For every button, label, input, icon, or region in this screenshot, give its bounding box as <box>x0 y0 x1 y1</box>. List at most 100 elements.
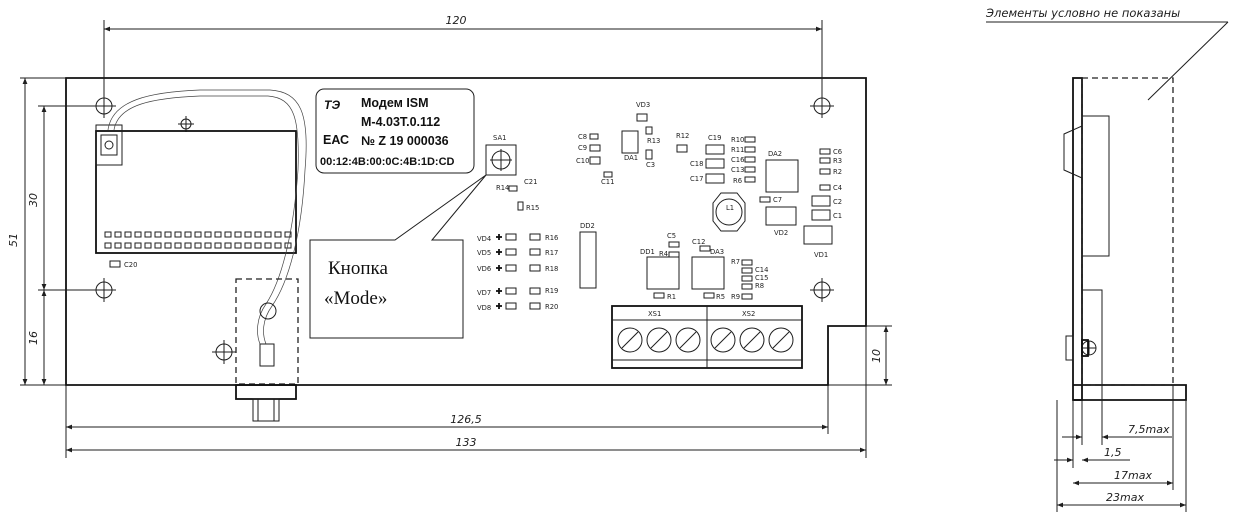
ref-c4: C4 <box>833 184 842 192</box>
ref-c14: C14 <box>755 266 768 274</box>
ref-da1: DA1 <box>624 154 638 162</box>
dim-16: 16 <box>27 331 40 345</box>
pin-header <box>104 231 292 249</box>
ref-r2: R2 <box>833 168 842 176</box>
ref-r4: R4 <box>659 250 668 258</box>
side-view-dimension-labels: 7,5max 1,5 17max 23max <box>1104 423 1170 504</box>
pin-pad <box>214 242 222 249</box>
note-elements-not-shown: Элементы условно не показаны <box>985 6 1180 20</box>
ref-r8: R8 <box>755 282 764 290</box>
led <box>496 248 541 256</box>
ref-r15: R15 <box>526 204 539 212</box>
dimension-lines <box>20 20 892 458</box>
ref-r1: R1 <box>667 293 676 301</box>
dimension-labels: 120 51 30 16 126,5 133 10 <box>7 14 883 449</box>
label-title: Модем ISM <box>361 96 429 110</box>
led <box>496 264 541 272</box>
component-labels: R14 C21 R15 C8 C9 C10 C11 DA1 VD3 R13 C3… <box>477 101 842 312</box>
resistor-pad <box>529 264 541 272</box>
pin-pad <box>214 231 222 238</box>
ref-c11: C11 <box>601 178 614 186</box>
led <box>496 233 541 241</box>
pin-pad <box>194 231 202 238</box>
ref-c5: C5 <box>667 232 676 240</box>
ref-vd6: VD6 <box>477 265 491 273</box>
terminal-screw <box>646 327 672 353</box>
pin-pad <box>284 231 292 238</box>
pin-pad <box>164 242 172 249</box>
ref-r6: R6 <box>733 177 742 185</box>
pin-pad <box>124 242 132 249</box>
side-view-note: Элементы условно не показаны <box>985 6 1229 101</box>
ref-vd4: VD4 <box>477 235 491 243</box>
pin-pad <box>204 231 212 238</box>
ref-c2: C2 <box>833 198 842 206</box>
ref-r10: R10 <box>731 136 744 144</box>
terminal-blocks: XS1 XS2 <box>611 305 803 369</box>
pin-pad <box>224 242 232 249</box>
ref-dd1: DD1 <box>640 248 655 256</box>
dim-17max: 17max <box>1114 469 1152 482</box>
pin-pad <box>174 242 182 249</box>
resistor-pad <box>529 287 541 295</box>
ref-r7: R7 <box>731 258 740 266</box>
side-view <box>1063 77 1187 401</box>
pin-pad <box>254 242 262 249</box>
pin-pad <box>254 231 262 238</box>
pin-pad <box>274 242 282 249</box>
ref-c9: C9 <box>578 144 587 152</box>
pin-pad <box>184 231 192 238</box>
ref-vd2: VD2 <box>774 229 788 237</box>
ref-c20: C20 <box>124 261 137 269</box>
label-model: М-4.03Т.0.112 <box>361 115 440 129</box>
pin-pad <box>274 231 282 238</box>
ref-r20: R20 <box>545 303 558 311</box>
antenna-cable <box>107 89 307 422</box>
ref-vd1: VD1 <box>814 251 828 259</box>
pin-pad <box>204 242 212 249</box>
dim-7-5max: 7,5max <box>1128 423 1170 436</box>
led <box>496 287 541 295</box>
terminal-screw <box>768 327 794 353</box>
mode-callout: Кнопка «Mode» <box>309 174 487 339</box>
pin-pad <box>114 242 122 249</box>
ref-c21: C21 <box>524 178 537 186</box>
ref-da2: DA2 <box>768 150 782 158</box>
ref-vd7: VD7 <box>477 289 491 297</box>
pin-pad <box>134 242 142 249</box>
dim-133: 133 <box>456 436 477 449</box>
dim-120: 120 <box>446 14 467 27</box>
pin-pad <box>234 231 242 238</box>
ref-vd8: VD8 <box>477 304 491 312</box>
dim-30: 30 <box>27 193 40 207</box>
side-view-dimensions <box>1054 385 1187 512</box>
ref-l1: L1 <box>726 204 734 212</box>
terminal-screws <box>617 327 794 353</box>
resistor-pad <box>529 302 541 310</box>
pin-pad <box>144 231 152 238</box>
logo-text: ТЭ <box>324 98 340 112</box>
dim-1-5: 1,5 <box>1104 446 1122 459</box>
dim-126-5: 126,5 <box>450 413 482 426</box>
ref-r5: R5 <box>716 293 725 301</box>
ref-c7: C7 <box>773 196 782 204</box>
pin-pad <box>234 242 242 249</box>
ref-r17: R17 <box>545 249 558 257</box>
ref-r19: R19 <box>545 287 558 295</box>
pin-pad <box>144 242 152 249</box>
pin-pad <box>104 231 112 238</box>
ref-c3: C3 <box>646 161 655 169</box>
label-mac: 00:12:4B:00:0C:4B:1D:CD <box>320 156 455 168</box>
pin-pad <box>244 242 252 249</box>
ref-xs2: XS2 <box>742 310 755 318</box>
pin-pad <box>224 231 232 238</box>
ref-r13: R13 <box>647 137 660 145</box>
resistor-pad <box>529 233 541 241</box>
ref-r11: R11 <box>731 146 744 154</box>
ref-xs1: XS1 <box>648 310 661 318</box>
ref-c6: C6 <box>833 148 842 156</box>
rf-module: C20 <box>95 124 297 269</box>
pin-pad <box>154 242 162 249</box>
pin-pad <box>244 231 252 238</box>
